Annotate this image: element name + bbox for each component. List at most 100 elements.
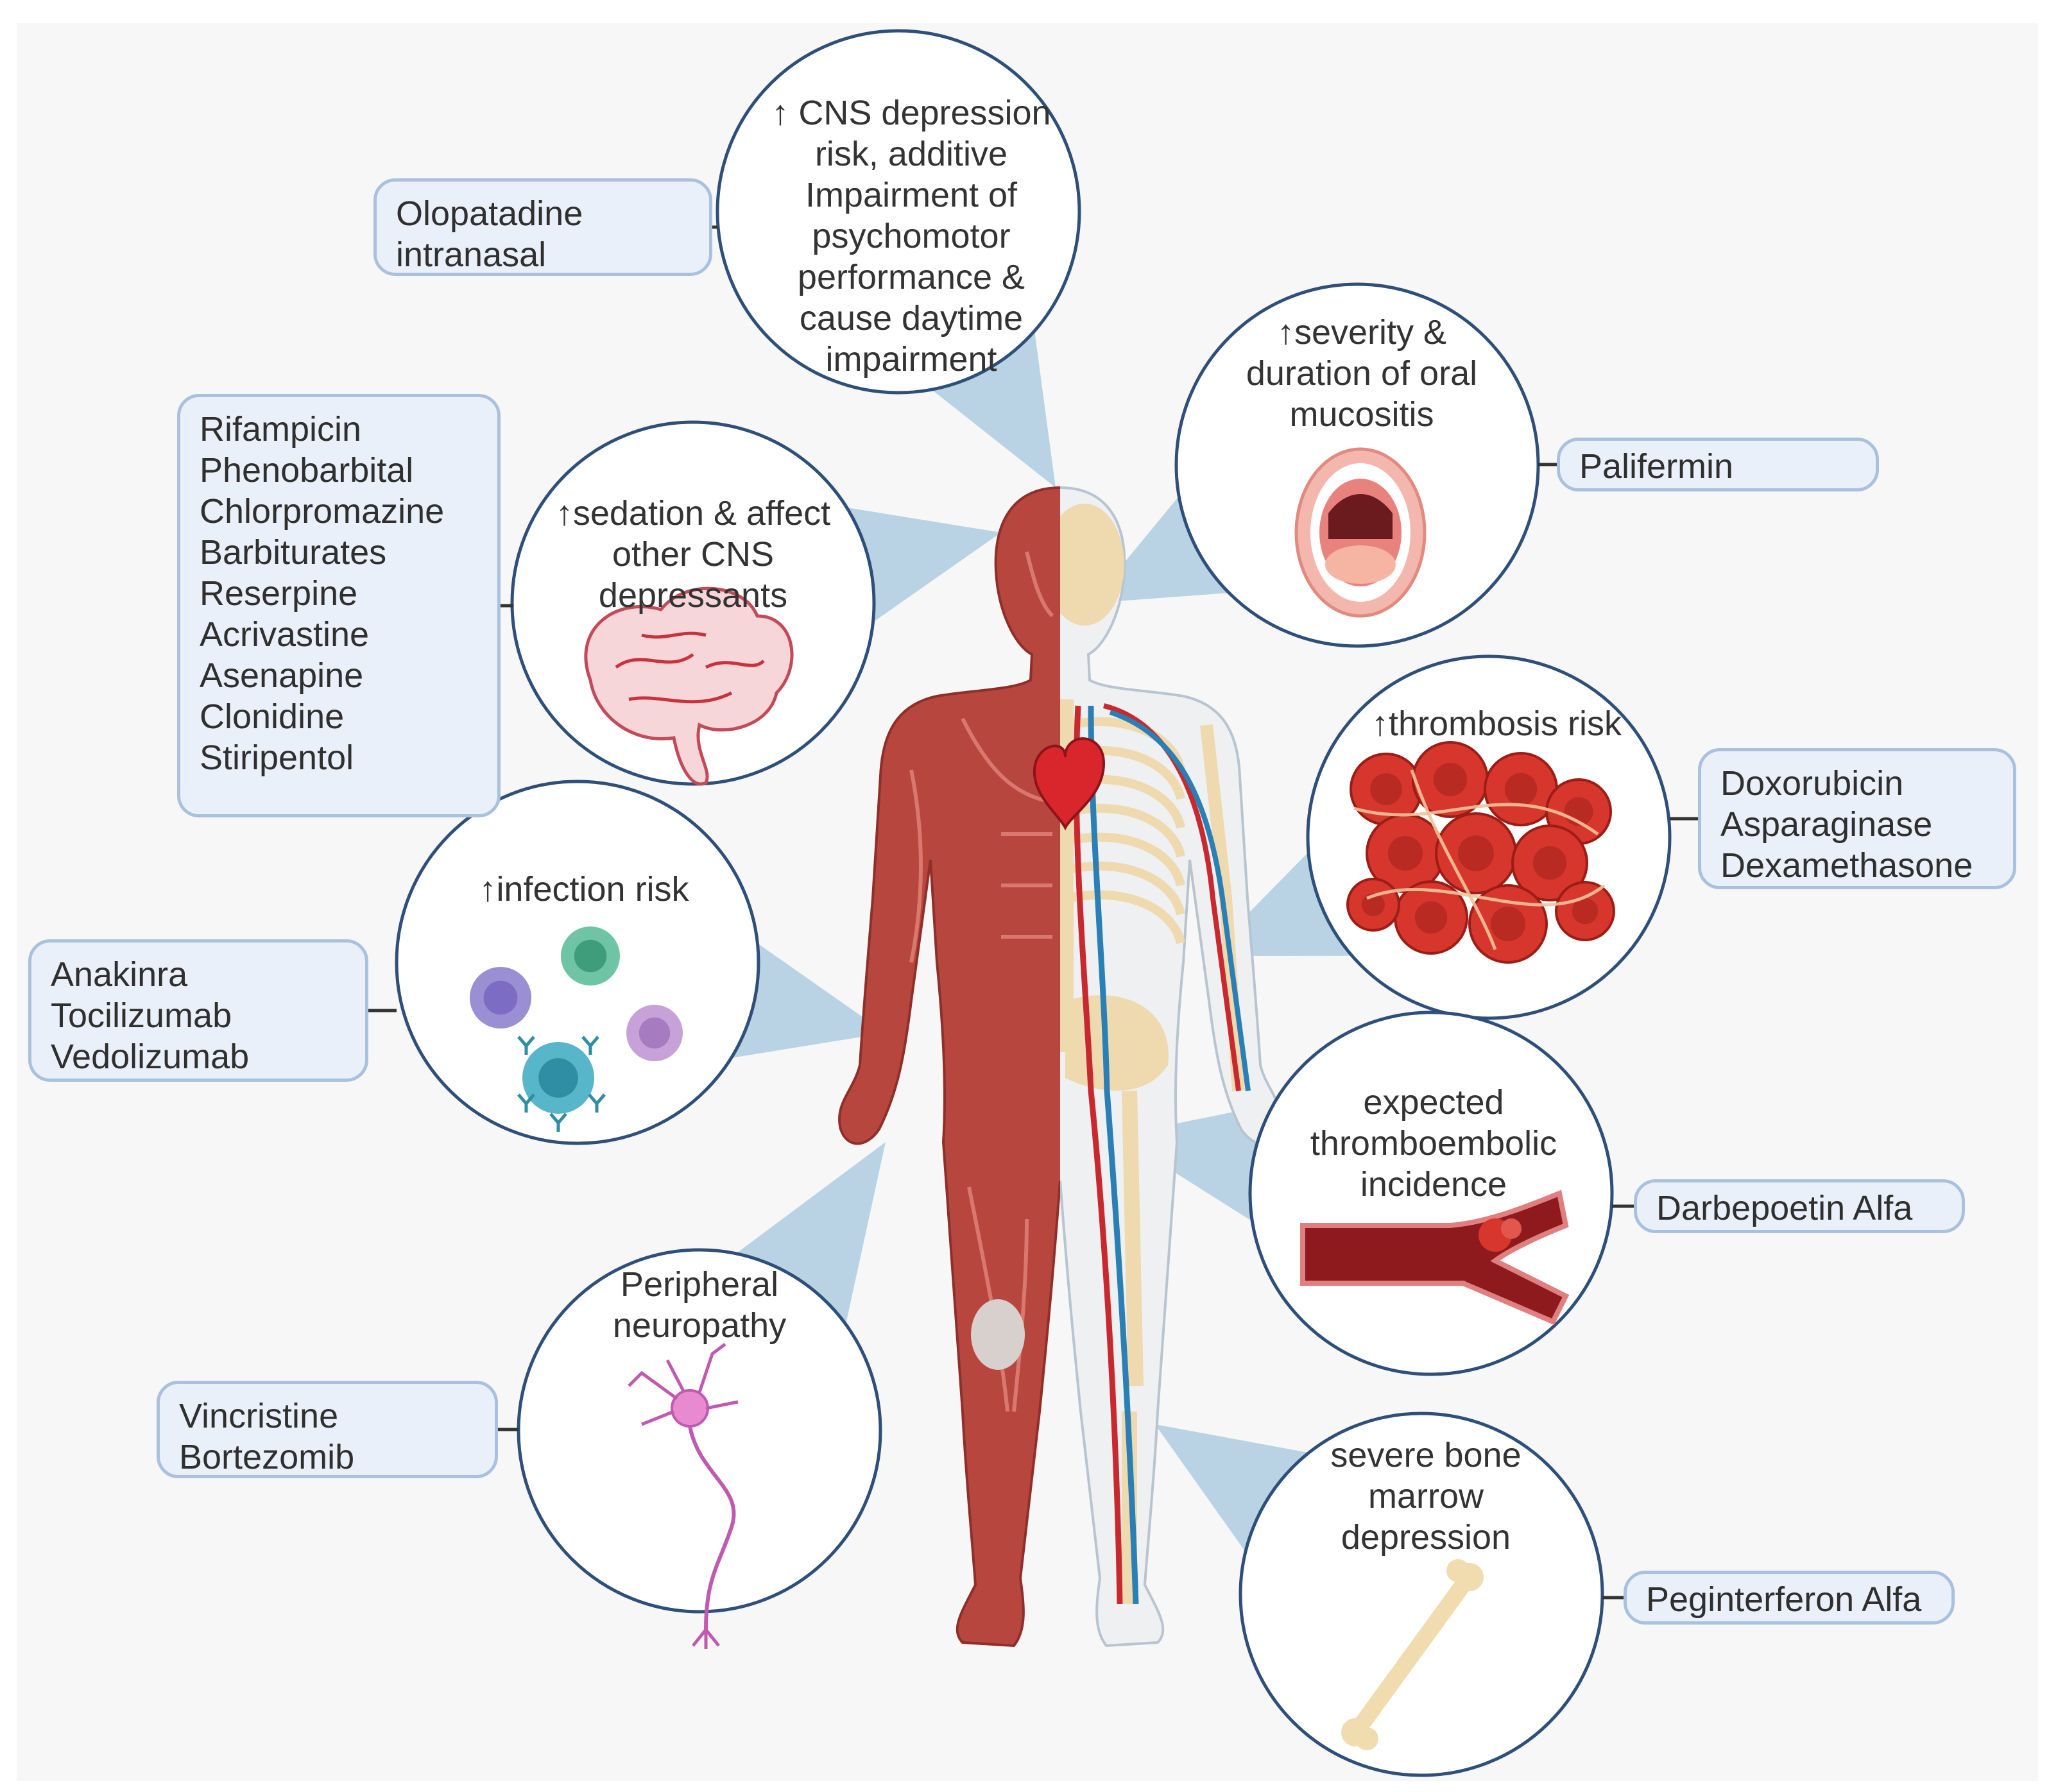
drug-name: Reserpine	[200, 574, 358, 613]
dendrite	[628, 1370, 678, 1401]
effect-thrombosis: ↑thrombosis risk	[1317, 703, 1676, 744]
effect-circle-bone_marrow	[1239, 1412, 1604, 1777]
open-mouth-icon	[1294, 447, 1427, 618]
effect-line: thromboembolic	[1310, 1124, 1557, 1163]
throat	[1328, 494, 1393, 539]
artery	[1073, 705, 1123, 1605]
drug-name: Clonidine	[200, 697, 345, 736]
arm-vein	[1109, 710, 1251, 1091]
arm-bone	[1200, 724, 1245, 1091]
effect-neuropathy: Peripheral neuropathy	[526, 1264, 873, 1346]
effect-line: expected	[1363, 1083, 1504, 1122]
cell-center	[1388, 836, 1423, 871]
drug-box-immuno: Anakinra Tocilizumab Vedolizumab	[28, 939, 368, 1082]
skull-bone	[1060, 504, 1124, 626]
drug-name: Darbepoetin Alfa	[1656, 1189, 1913, 1227]
drug-name: Tocilizumab	[51, 996, 232, 1035]
drug-name: Vedolizumab	[51, 1037, 250, 1076]
heart-organ	[1033, 737, 1106, 831]
drug-name: Bortezomib	[179, 1438, 355, 1476]
effect-line: duration of oral	[1246, 354, 1478, 393]
bone-icon	[1341, 1559, 1484, 1750]
bone-shaft	[1352, 1576, 1471, 1734]
drug-box-thrombosis: Doxorubicin Asparaginase Dexamethasone	[1698, 748, 2016, 889]
effect-line: severe bone	[1330, 1436, 1522, 1474]
brain-vessel	[641, 631, 707, 639]
blocked-vessel-icon	[1300, 1190, 1570, 1326]
dendrite	[705, 1400, 739, 1410]
effect-line: other CNS	[612, 535, 775, 574]
effect-circle-cns	[716, 29, 1081, 395]
effect-line: cause daytime	[799, 299, 1024, 337]
effect-line: psychomotor	[812, 217, 1011, 255]
effect-line: mucositis	[1289, 395, 1434, 434]
cell-center	[1532, 846, 1567, 880]
effect-bone-marrow: severe bone marrow depression	[1253, 1435, 1599, 1558]
muscle-line	[961, 717, 1053, 804]
muscle-line	[1025, 551, 1054, 618]
axon	[688, 1426, 736, 1630]
effect-line: neuropathy	[612, 1306, 787, 1345]
cell-center	[1572, 898, 1599, 925]
cell-nucleus	[639, 1017, 671, 1049]
brain-icon	[584, 586, 794, 786]
effect-line: ↑severity &	[1276, 313, 1447, 352]
bone-end	[1446, 1559, 1470, 1582]
drug-name: Dexamethasone	[1720, 846, 1973, 885]
neuron-icon	[628, 1343, 739, 1649]
effect-line: performance &	[797, 258, 1025, 296]
drug-name: Anakinra	[51, 955, 188, 994]
muscle-line	[1012, 1218, 1029, 1412]
effect-line: incidence	[1360, 1165, 1507, 1204]
fibrin-strand	[1366, 884, 1606, 907]
drug-name: Stiripentol	[200, 738, 354, 777]
drug-box-darbepoetin: Darbepoetin Alfa	[1634, 1179, 1965, 1233]
drug-name: Vincristine	[179, 1397, 339, 1435]
effect-line: Impairment of	[805, 176, 1018, 214]
cell-center	[1491, 907, 1525, 941]
vein	[1088, 705, 1139, 1605]
human-body-illustration	[837, 486, 1283, 1647]
muscle-line	[909, 769, 923, 963]
blood-clot-icon	[1346, 741, 1615, 964]
drug-box-palifermin: Palifermin	[1557, 438, 1879, 491]
cell-center	[1433, 762, 1468, 797]
antibody-receptor	[517, 1036, 535, 1055]
drug-box-neuro: Vincristine Bortezomib	[157, 1381, 498, 1478]
drug-name: intranasal	[396, 235, 547, 274]
rib-bone	[1067, 890, 1185, 944]
effect-line: marrow	[1367, 1477, 1484, 1515]
brain-vessel	[615, 653, 694, 669]
effect-line: ↑sedation & affect	[555, 494, 831, 533]
drug-box-olopatadine: Olopatadine intranasal	[373, 178, 712, 276]
drug-name: Olopatadine	[396, 194, 583, 233]
effect-line: ↑infection risk	[479, 870, 689, 909]
effect-cns-depression: ↑ CNS depression risk, additive Impairme…	[732, 92, 1091, 380]
brain-shape	[584, 586, 794, 786]
cell-center	[1370, 773, 1402, 805]
drug-name: Barbiturates	[200, 533, 387, 572]
cell-nucleus	[538, 1058, 578, 1098]
effect-line: depression	[1341, 1518, 1511, 1557]
drug-name: Asparaginase	[1720, 805, 1933, 844]
tongue	[1325, 545, 1396, 584]
drug-box-peginterferon: Peginterferon Alfa	[1624, 1571, 1955, 1625]
drug-name: Phenobarbital	[200, 451, 414, 490]
effect-line: risk, additive	[814, 135, 1008, 173]
antibody-receptor	[517, 1093, 535, 1113]
dendrite	[705, 1628, 720, 1647]
rib-bone	[1067, 832, 1185, 887]
knee-cap	[971, 1299, 1025, 1370]
dendrite	[698, 1343, 726, 1393]
effect-line: depressants	[598, 576, 788, 615]
effect-line: ↑ CNS depression	[771, 94, 1051, 132]
effect-line: impairment	[825, 340, 997, 379]
drug-name: Chlorpromazine	[200, 492, 445, 531]
drug-name: Asenapine	[200, 656, 364, 695]
antibody-receptor	[581, 1036, 599, 1055]
drug-name: Palifermin	[1579, 447, 1734, 486]
effect-infection: ↑infection risk	[411, 869, 757, 910]
muscle-half	[837, 486, 1060, 1647]
antibody-receptor	[588, 1093, 606, 1113]
